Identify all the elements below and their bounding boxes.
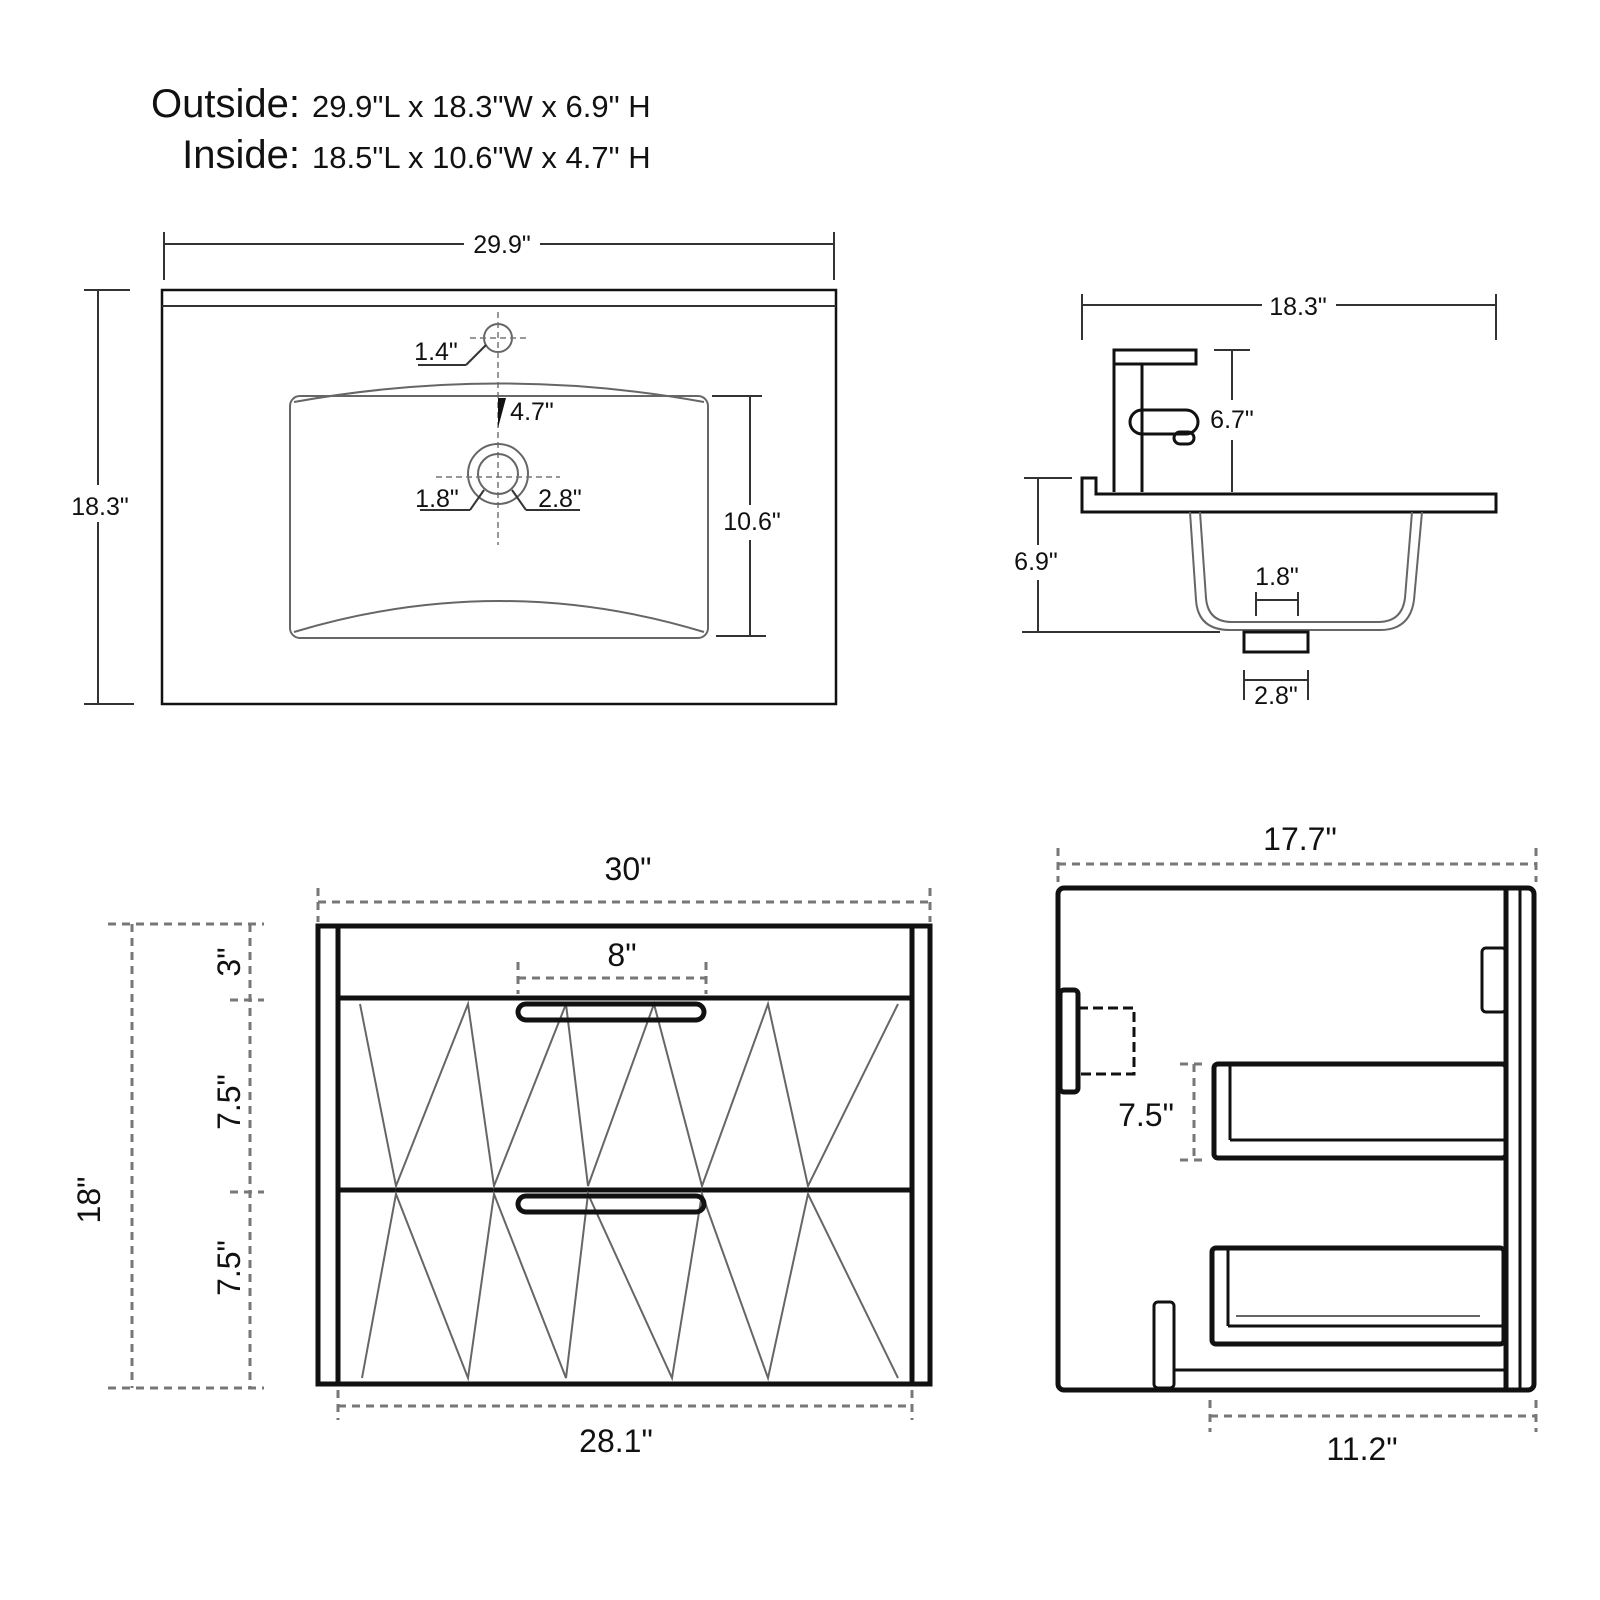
bowl-width-label: 10.6" (723, 508, 781, 536)
sink-height-label: 6.9" (1014, 548, 1058, 576)
faucet-hole-label: 1.4" (414, 338, 458, 366)
drain-inner (477, 453, 519, 495)
outside-label: Outside: (151, 82, 300, 126)
drawer-bottom-side (1209, 1245, 1507, 1347)
wall-bracket (1057, 987, 1081, 1095)
inner-width-label: 28.1" (579, 1423, 653, 1459)
cabinet-outline (315, 923, 933, 1387)
bowl-depth-label: 4.7" (510, 398, 554, 426)
drain-outer-label: 2.8" (538, 485, 582, 513)
faucet-handle (1128, 408, 1200, 436)
top-view: 29.9" 18.3" 1.4" 4.7" 1.8" 2.8" 10.6" (71, 231, 838, 706)
sink-width-label: 18.3" (1269, 293, 1327, 321)
cabinet-side-outline (1055, 885, 1537, 1393)
cabinet-width-label: 30" (605, 851, 652, 887)
top-width-label: 29.9" (473, 231, 531, 259)
outside-value: 29.9"L x 18.3"W x 6.9" H (312, 89, 651, 124)
handle-width-label: 8" (607, 937, 636, 973)
drawer2-height-label: 7.5" (211, 1240, 247, 1296)
drawer-top-side (1211, 1061, 1509, 1161)
basin-side (1189, 511, 1423, 631)
cabinet-front-view: 30" 8" 28.1" 18" 3" 7.5" 7.5" (71, 851, 933, 1459)
basin-outline (289, 395, 709, 639)
cabinet-side-view: 17.7" 7.5" 11.2" (1055, 821, 1538, 1467)
drain-outer (467, 443, 529, 505)
sink-drain-label: 1.8" (1255, 563, 1299, 591)
drain-label: 1.8" (415, 485, 459, 513)
drawer1-height-label: 7.5" (211, 1074, 247, 1130)
inside-label: Inside: (182, 133, 300, 177)
cabinet-height-label: 18" (71, 1177, 107, 1224)
faucet-spout (1112, 348, 1198, 366)
drawer-side-height-label: 7.5" (1118, 1097, 1174, 1133)
drawer-depth-label: 11.2" (1326, 1431, 1397, 1467)
faucet-height-label: 6.7" (1210, 406, 1254, 434)
countertop-side (1080, 476, 1498, 514)
drawer-handle-bottom[interactable] (515, 1193, 707, 1215)
dimensions-header: Outside: 29.9"L x 18.3"W x 6.9" H Inside… (151, 82, 651, 177)
drain-tail (1242, 630, 1310, 654)
sink-drain-outer-label: 2.8" (1254, 682, 1298, 710)
countertop-outline (160, 288, 838, 706)
sink-side-view: 18.3" 6.7" 1.8" 2.8" 6.9" (1014, 293, 1498, 710)
inside-value: 18.5"L x 10.6"W x 4.7" H (312, 140, 651, 175)
drawer-handle-top[interactable] (515, 1001, 707, 1023)
top-rail-label: 3" (211, 947, 247, 976)
top-depth-label: 18.3" (71, 493, 129, 521)
cabinet-depth-label: 17.7" (1263, 821, 1337, 857)
